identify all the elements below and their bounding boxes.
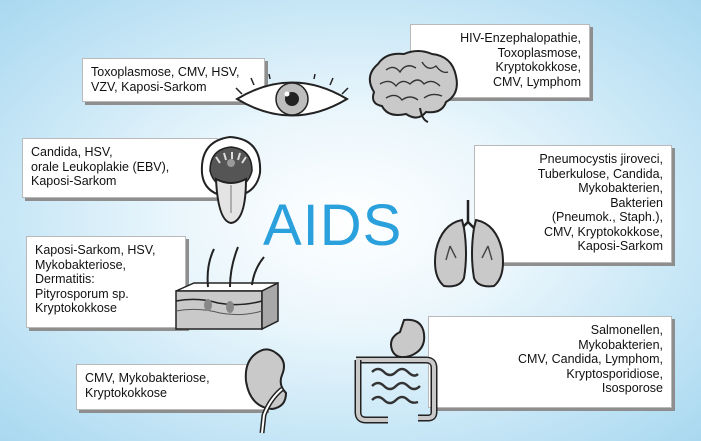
diagram-title: AIDS	[263, 196, 402, 256]
skin-icon	[168, 245, 284, 337]
skin-infections-box: Kaposi-Sarkom, HSV, Mykobakteriose, Derm…	[26, 236, 186, 328]
lungs-icon	[428, 198, 518, 290]
gut-infections-box: Salmonellen, Mykobakterien, CMV, Candida…	[428, 316, 672, 408]
kidney-infections-box: CMV, Mykobakteriose, Kryptokokkose	[76, 364, 266, 410]
mouth-infections-box: Candida, HSV, orale Leukoplakie (EBV), K…	[22, 138, 218, 198]
eye-icon	[232, 74, 352, 124]
kidney-icon	[240, 345, 312, 435]
intestine-icon	[348, 316, 440, 422]
brain-icon	[362, 48, 462, 124]
mouth-icon	[196, 133, 266, 225]
